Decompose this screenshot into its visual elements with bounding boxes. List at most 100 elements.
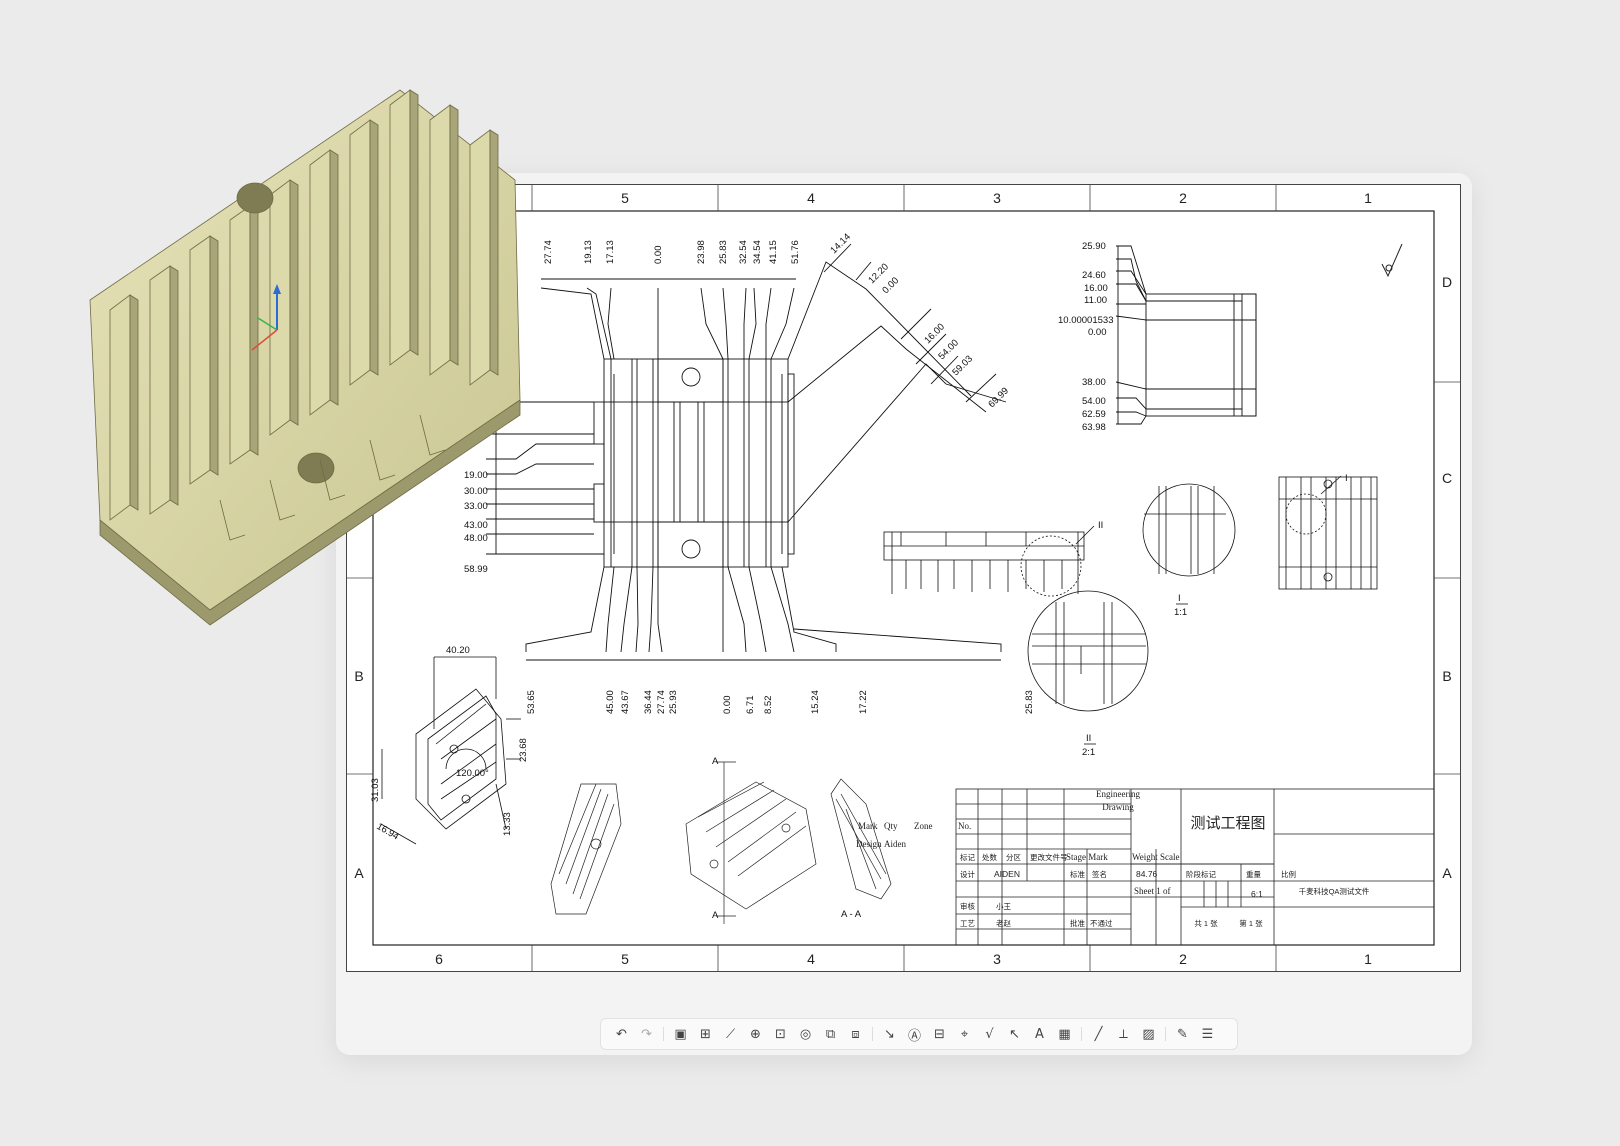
zone-bottom-5: 5 — [621, 951, 629, 967]
dim-diag-2: 0.00 — [880, 275, 901, 296]
tb-en-title-2: Drawing — [1102, 802, 1134, 812]
zone-bottom-6: 6 — [435, 951, 443, 967]
zone-row-d: D — [1442, 274, 1452, 290]
tb-designer-value: AIDEN — [994, 869, 1020, 879]
leader-icon: ↖ — [1009, 1026, 1020, 1042]
main-view[interactable] — [486, 243, 1007, 661]
redo-button[interactable]: ↷ — [636, 1023, 657, 1045]
tb-std2: 签名 — [1092, 869, 1107, 879]
tb-weight: Weight — [1132, 852, 1158, 862]
zone-row-b-right: B — [1442, 668, 1451, 684]
dim-bottom-11: 25.83 — [1024, 690, 1035, 714]
tb-process: 老赵 — [996, 918, 1011, 928]
table-button[interactable]: ▦ — [1054, 1023, 1075, 1045]
view-projected-button[interactable]: ⊞ — [695, 1023, 716, 1045]
side-view[interactable] — [1115, 245, 1257, 425]
zone-bottom-2: 2 — [1179, 951, 1187, 967]
zone-bottom-1: 1 — [1364, 951, 1372, 967]
dim-bottom-0: 53.65 — [526, 690, 537, 714]
section-label: A - A — [841, 909, 862, 920]
detail-ii-view[interactable] — [1027, 590, 1149, 745]
iso-dimension-view[interactable] — [380, 656, 521, 845]
iso-view-2[interactable] — [685, 761, 817, 924]
line-button[interactable]: ╱ — [1088, 1023, 1109, 1045]
view-detail-button[interactable]: ⊡ — [770, 1023, 791, 1045]
view-detail-icon: ⊡ — [775, 1026, 786, 1042]
dim-datum-icon: ⊟ — [934, 1026, 945, 1042]
hatch-button[interactable]: ▨ — [1138, 1023, 1159, 1045]
sheet-settings-button[interactable]: ☰ — [1197, 1023, 1218, 1045]
tb-std: 标准 — [1070, 869, 1086, 879]
tb-reviewer-label: 审核 — [960, 901, 975, 911]
undo-button[interactable]: ↶ — [611, 1023, 632, 1045]
leader-button[interactable]: ↖ — [1004, 1023, 1025, 1045]
tb-weight-value: 84.76 — [1136, 869, 1158, 879]
dim-top-4: 23.98 — [696, 240, 707, 264]
dim-text-button[interactable]: Ⓐ — [904, 1023, 925, 1045]
dim-top-0: 27.74 — [543, 240, 554, 264]
view-base-button[interactable]: ▣ — [670, 1023, 691, 1045]
tb-approve: 不通过 — [1090, 918, 1113, 928]
iso-view-1[interactable] — [550, 783, 622, 915]
zone-top-3: 3 — [993, 190, 1001, 206]
fin-view[interactable] — [883, 525, 1095, 597]
view-section-button[interactable]: ⊕ — [745, 1023, 766, 1045]
section-view[interactable] — [830, 778, 892, 900]
centerline-button[interactable]: ⟂ — [1113, 1023, 1134, 1045]
tb-design-label: Design — [856, 839, 882, 849]
drawing-toolbar: ↶↷ ▣⊞ ⟋ ⊕ ⊡ ◎ ⧉ ⧈ ↘ Ⓐ ⊟ ⌖√ ↖ A▦ ╱ ⟂ ▨ ✎ ☰ — [600, 1018, 1238, 1050]
surface-finish-symbol — [1381, 243, 1403, 278]
dim-top-2: 17.13 — [605, 240, 616, 264]
view-broken-button[interactable]: ◎ — [795, 1023, 816, 1045]
tb-scale-cn: 比例 — [1281, 869, 1296, 879]
toolbar-separator — [872, 1027, 873, 1041]
dim-text-icon: Ⓐ — [907, 1028, 921, 1044]
weld-symbol-button[interactable]: ⌖ — [954, 1023, 975, 1045]
drawing-canvas[interactable]: 5 4 3 2 1 6 5 4 3 2 1 D C B B A A — [346, 184, 1461, 972]
view-crop-button[interactable]: ⧉ — [820, 1023, 841, 1045]
zone-top-5: 5 — [621, 190, 629, 206]
dim-bottom-3: 36.44 — [643, 690, 654, 714]
tb-sheet-of: Sheet 1 of — [1134, 886, 1171, 896]
sheet-settings-icon: ☰ — [1201, 1026, 1214, 1042]
detail-i-view[interactable] — [1142, 475, 1378, 605]
view-aux-icon: ⟋ — [725, 1026, 736, 1042]
centerline-icon: ⟂ — [1119, 1026, 1128, 1042]
iso-dim-width: 40.20 — [446, 645, 470, 656]
dim-right-4: 10.00001533 — [1058, 315, 1113, 326]
tb-col-2: 处数 — [982, 852, 997, 862]
tb-process-label: 工艺 — [960, 919, 975, 928]
view-aux-button[interactable]: ⟋ — [720, 1023, 741, 1045]
tb-mark: Mark — [858, 821, 878, 831]
3d-model-preview[interactable] — [70, 70, 550, 640]
dim-right-0: 25.90 — [1082, 241, 1106, 252]
dim-smart-icon: ↘ — [884, 1026, 895, 1042]
dim-smart-button[interactable]: ↘ — [879, 1023, 900, 1045]
dim-bottom-5: 25.93 — [668, 690, 679, 714]
note-button[interactable]: A — [1029, 1023, 1050, 1045]
toolbar-separator — [1081, 1027, 1082, 1041]
dim-right-9: 63.98 — [1082, 422, 1106, 433]
dim-left-5: 58.99 — [464, 564, 488, 575]
tb-row-design: 设计 — [960, 869, 975, 879]
dim-right-2: 16.00 — [1084, 283, 1108, 294]
dim-bottom-6: 0.00 — [722, 696, 733, 715]
section-marker-bottom: A — [712, 910, 719, 921]
zone-row-c: C — [1442, 470, 1452, 486]
title-block[interactable] — [955, 788, 1435, 946]
format-painter-button[interactable]: ✎ — [1172, 1023, 1193, 1045]
dim-top-9: 51.76 — [790, 240, 801, 264]
view-crop-icon: ⧉ — [825, 1026, 836, 1042]
tb-reviewer: 小王 — [996, 902, 1011, 911]
surface-finish-button[interactable]: √ — [979, 1023, 1000, 1045]
view-break-button[interactable]: ⧈ — [845, 1023, 866, 1045]
format-painter-icon: ✎ — [1177, 1026, 1188, 1042]
dim-diag-6: 69.99 — [986, 386, 1011, 411]
dim-datum-button[interactable]: ⊟ — [929, 1023, 950, 1045]
tb-qty: Qty — [884, 821, 898, 831]
detail-scale-i: 1:1 — [1174, 607, 1187, 618]
dim-left-1: 30.00 — [464, 486, 488, 497]
tb-total-sheets: 共 1 张 — [1194, 919, 1218, 928]
dim-right-7: 54.00 — [1082, 396, 1106, 407]
drawing-sheet[interactable]: 5 4 3 2 1 6 5 4 3 2 1 D C B B A A — [346, 184, 1461, 972]
